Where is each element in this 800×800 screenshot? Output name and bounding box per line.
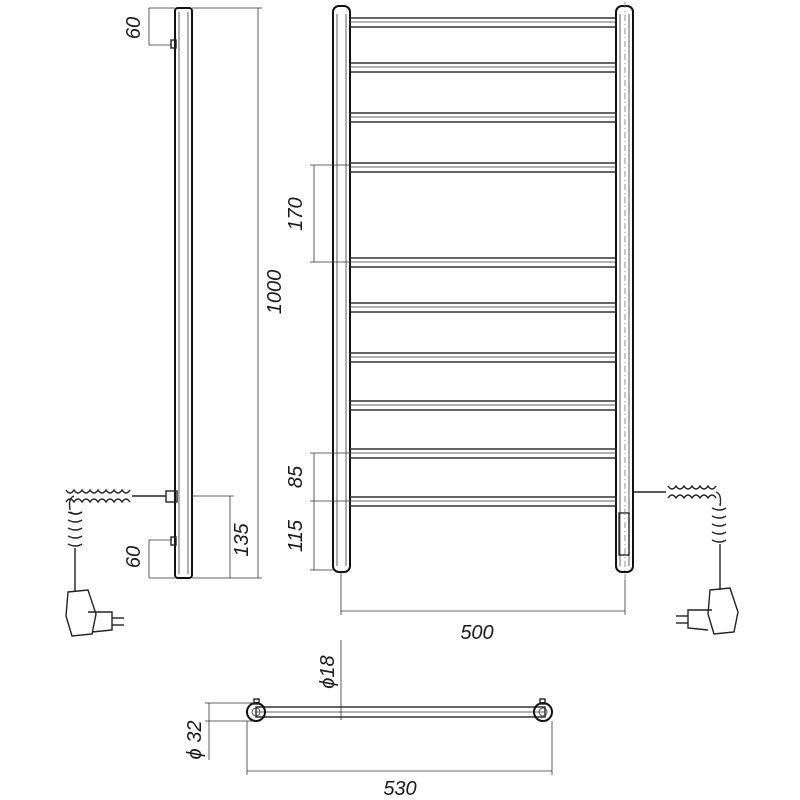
top-view: ϕ18 ϕ 32 530 (184, 640, 553, 800)
right-power-cable (633, 484, 727, 590)
front-view-heater-housing (618, 512, 630, 556)
top-view-bracket-left (253, 698, 260, 705)
dim-width-centers: 500 (460, 622, 493, 644)
top-view-dimension-lines (205, 640, 553, 775)
rail (349, 448, 617, 459)
rail (349, 17, 617, 28)
rail (349, 352, 617, 363)
rail (349, 112, 617, 123)
dim-side-inlet-height: 135 (231, 522, 253, 556)
front-view-left-upright (332, 5, 351, 573)
side-view-bracket-bottom (170, 536, 177, 546)
front-view-right-upright (615, 5, 634, 573)
rail (349, 496, 617, 507)
dim-bottom-rail-height: 115 (285, 519, 307, 552)
rail (349, 302, 617, 313)
side-view-bracket-top (170, 39, 177, 49)
side-view-power-cable (65, 488, 166, 592)
dim-rail-spacing-large: 170 (285, 197, 307, 230)
front-view-rails (349, 17, 617, 507)
rail (349, 162, 617, 173)
side-view-plug (65, 589, 124, 637)
dim-rail-spacing-small: 85 (285, 465, 307, 488)
dim-upright-diameter: ϕ 32 (184, 721, 206, 760)
dim-rail-diameter: ϕ18 (317, 655, 339, 688)
top-view-right-upright (533, 702, 553, 722)
rail (349, 62, 617, 73)
rail (349, 257, 617, 268)
side-view: 60 1000 135 60 (65, 7, 286, 637)
right-plug (676, 587, 739, 635)
side-view-upright (174, 7, 193, 579)
front-view-dimension-lines (310, 164, 626, 615)
dim-side-top-offset: 60 (123, 17, 145, 39)
dim-side-bottom-offset: 60 (123, 546, 145, 568)
top-view-bracket-right (539, 698, 546, 705)
dim-overall-width: 530 (383, 778, 416, 800)
front-view: 170 85 115 500 (285, 2, 634, 644)
side-view-dimension-lines (148, 7, 262, 579)
rail (349, 400, 617, 411)
dim-overall-height: 1000 (264, 270, 286, 315)
